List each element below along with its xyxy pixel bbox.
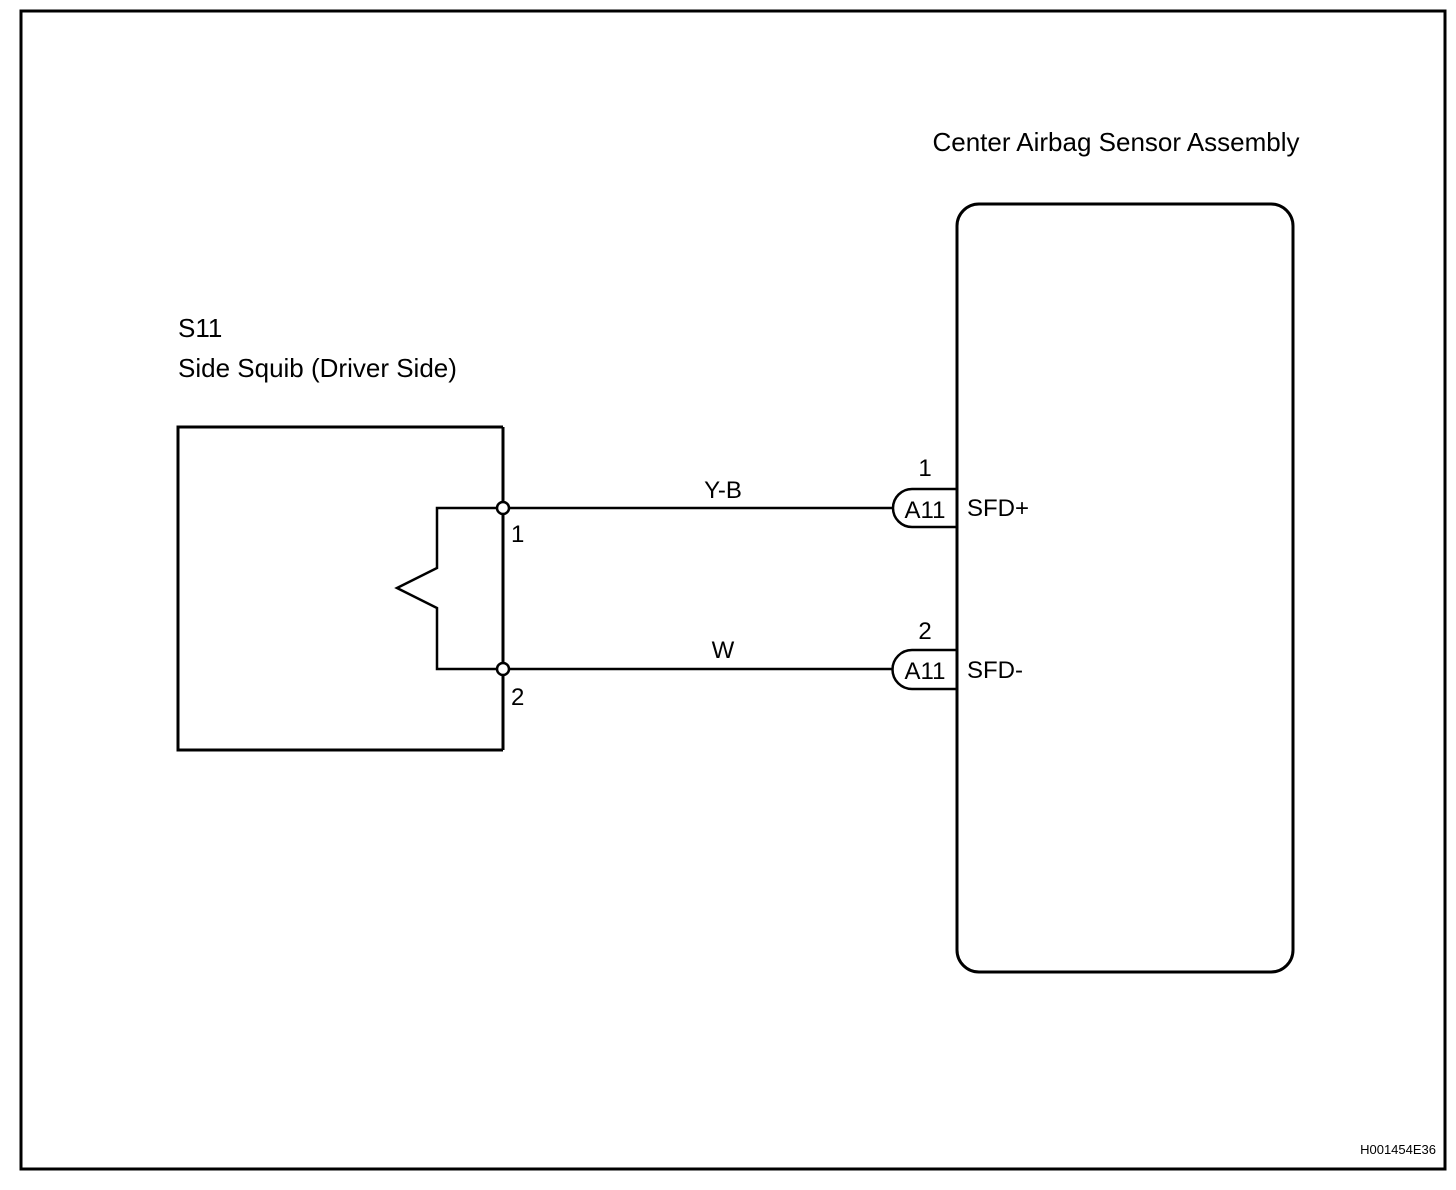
connector-2-pin-number: 2 xyxy=(918,618,931,645)
connector-1-code: A11 xyxy=(905,497,946,524)
squib-terminal-2 xyxy=(495,661,511,677)
squib-name-label: Side Squib (Driver Side) xyxy=(178,353,457,383)
wire-1-color-label: Y-B xyxy=(704,477,742,504)
wire-2-color-label: W xyxy=(712,637,735,664)
connector-1-pin-number: 1 xyxy=(918,455,931,482)
sensor-signal-sfd-minus: SFD- xyxy=(967,657,1023,684)
connector-2-code: A11 xyxy=(905,658,946,685)
diagram-frame xyxy=(19,9,1447,1171)
squib-component-box xyxy=(176,425,505,752)
squib-element-symbol xyxy=(394,506,503,671)
squib-pin-2-label: 2 xyxy=(511,684,524,711)
sensor-name-label: Center Airbag Sensor Assembly xyxy=(932,127,1299,157)
sensor-component-box xyxy=(955,202,1295,974)
squib-code-label: S11 xyxy=(178,313,222,343)
connector-a11-pin-2: A11 xyxy=(891,648,959,691)
figure-id-label: H001454E36 xyxy=(1360,1142,1436,1157)
squib-pin-1-label: 1 xyxy=(511,521,524,548)
sensor-signal-sfd-plus: SFD+ xyxy=(967,495,1029,522)
connector-a11-pin-1: A11 xyxy=(891,487,959,529)
squib-terminal-1 xyxy=(495,500,511,516)
